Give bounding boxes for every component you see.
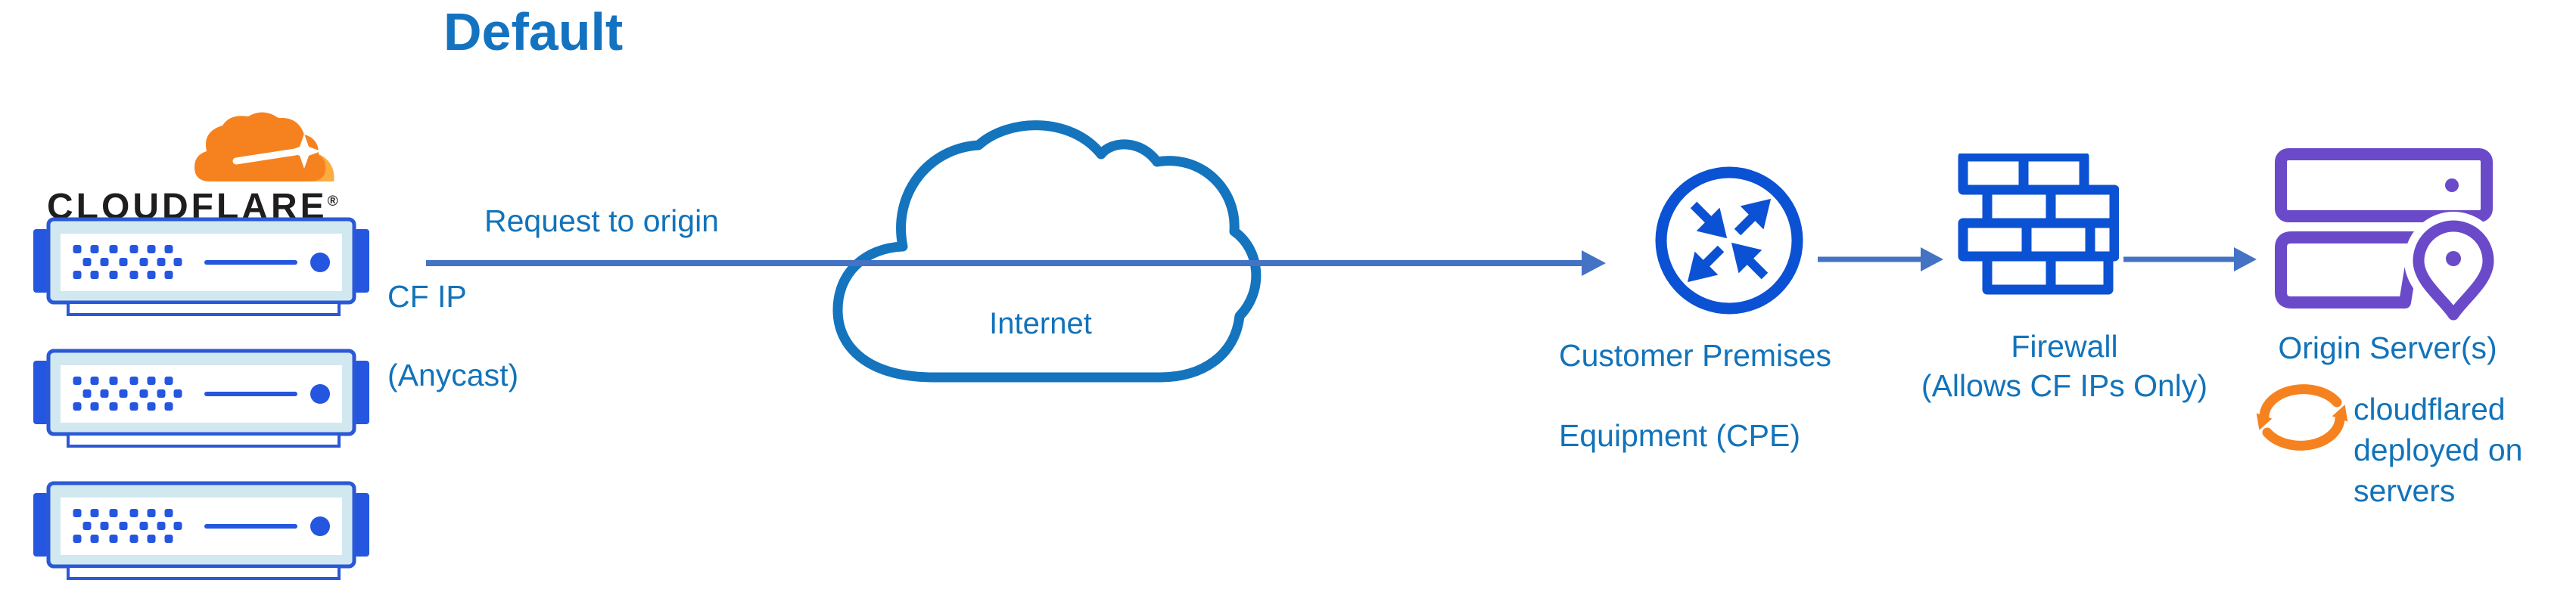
firewall-icon [1958, 154, 2119, 295]
internet-cloud-icon [832, 120, 1262, 383]
firewall-line1: Firewall [2011, 329, 2118, 364]
cf-ip-line2: (Anycast) [387, 358, 519, 392]
cloudflare-logo-cloud-icon [194, 112, 334, 181]
cpe-line1: Customer Premises [1559, 338, 1831, 373]
cpe-line2: Equipment (CPE) [1559, 418, 1801, 453]
cf-ip-anycast-label: CF IP (Anycast) [387, 277, 518, 395]
origin-servers-label: Origin Server(s) [2278, 330, 2497, 365]
cf-ip-line1: CF IP [387, 279, 467, 314]
request-to-origin-label: Request to origin [484, 203, 719, 238]
sync-arrows-icon [2256, 384, 2348, 451]
registered-mark: ® [327, 194, 338, 209]
firewall-line2: (Allows CF IPs Only) [1921, 368, 2208, 403]
internet-label: Internet [989, 307, 1092, 340]
page-title: Default [443, 2, 624, 61]
origin-servers-icon [2275, 148, 2497, 329]
request-arrow [426, 250, 1606, 276]
firewall-label: Firewall (Allows CF IPs Only) [1892, 327, 2237, 405]
location-pin-icon [2404, 212, 2497, 329]
server-led-dot [2445, 178, 2459, 192]
cloudflared-note: cloudflared deployed on servers [2354, 392, 2523, 508]
cpe-to-firewall-arrow [1818, 247, 1943, 271]
cpe-router-icon [1655, 166, 1803, 315]
cpe-label: Customer Premises Equipment (CPE) [1559, 336, 1831, 456]
firewall-to-origin-arrow [2123, 247, 2257, 271]
